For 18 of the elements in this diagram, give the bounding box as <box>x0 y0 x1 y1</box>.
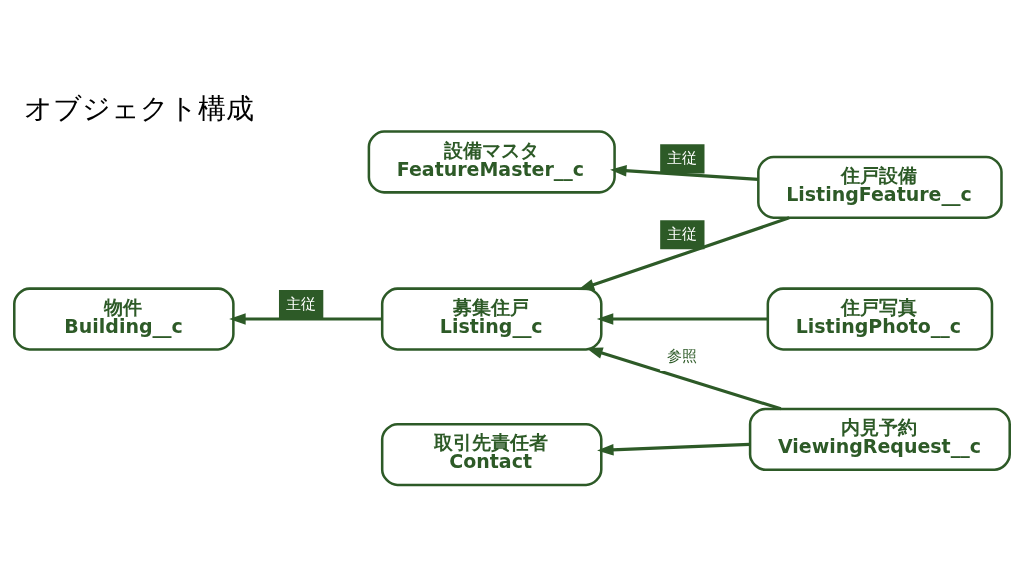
edge-label: 参照 <box>667 346 698 365</box>
edge-label: 主従 <box>667 149 698 168</box>
arrow <box>596 313 768 325</box>
node-box: 募集住戸 Listing__c <box>380 287 603 351</box>
arrow <box>229 313 382 325</box>
arrow <box>586 347 782 411</box>
node-box: 取引先責任者 Contact <box>380 422 603 487</box>
diagram-title: オブジェクト構成 <box>24 92 255 126</box>
node-box: 住戸設備 ListingFeature__c <box>757 155 1003 219</box>
node-box: 内見予約 ViewingRequest__c <box>748 407 1011 471</box>
node-box: 住戸写真 ListingPhoto__c <box>766 287 994 351</box>
arrow <box>577 216 790 291</box>
arrow <box>597 442 750 456</box>
edge-label: 主従 <box>285 295 316 314</box>
node-box: 設備マスタ FeatureMaster__c <box>367 130 616 194</box>
node-box: 物件 Building__c <box>13 287 235 351</box>
arrow <box>610 165 759 181</box>
edge-label: 主従 <box>667 225 698 244</box>
